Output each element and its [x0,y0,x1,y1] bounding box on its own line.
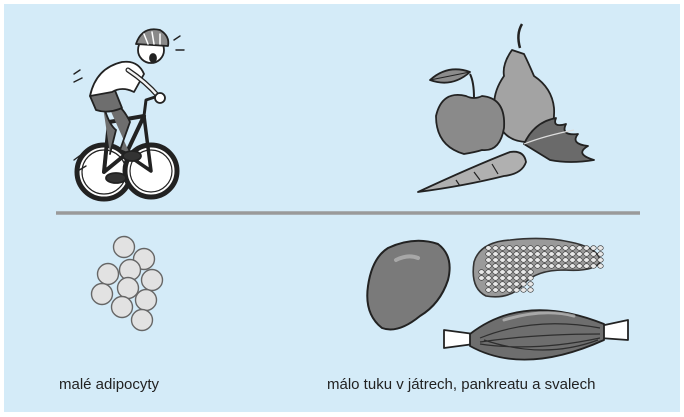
liver-icon [367,241,449,330]
fruit-vegetable-icon [418,24,594,192]
muscle-icon [444,310,628,359]
caption-low-fat-organs: málo tuku v játrech, pankreatu a svalech [327,376,595,393]
caption-small-adipocytes: malé adipocyty [59,376,159,393]
illustration-panel: malé adipocyty málo tuku v játrech, pank… [4,4,680,412]
illustration-canvas [4,4,680,412]
cyclist-icon [74,29,184,199]
pancreas-icon [473,238,603,296]
fat-cells-icon [92,237,163,331]
